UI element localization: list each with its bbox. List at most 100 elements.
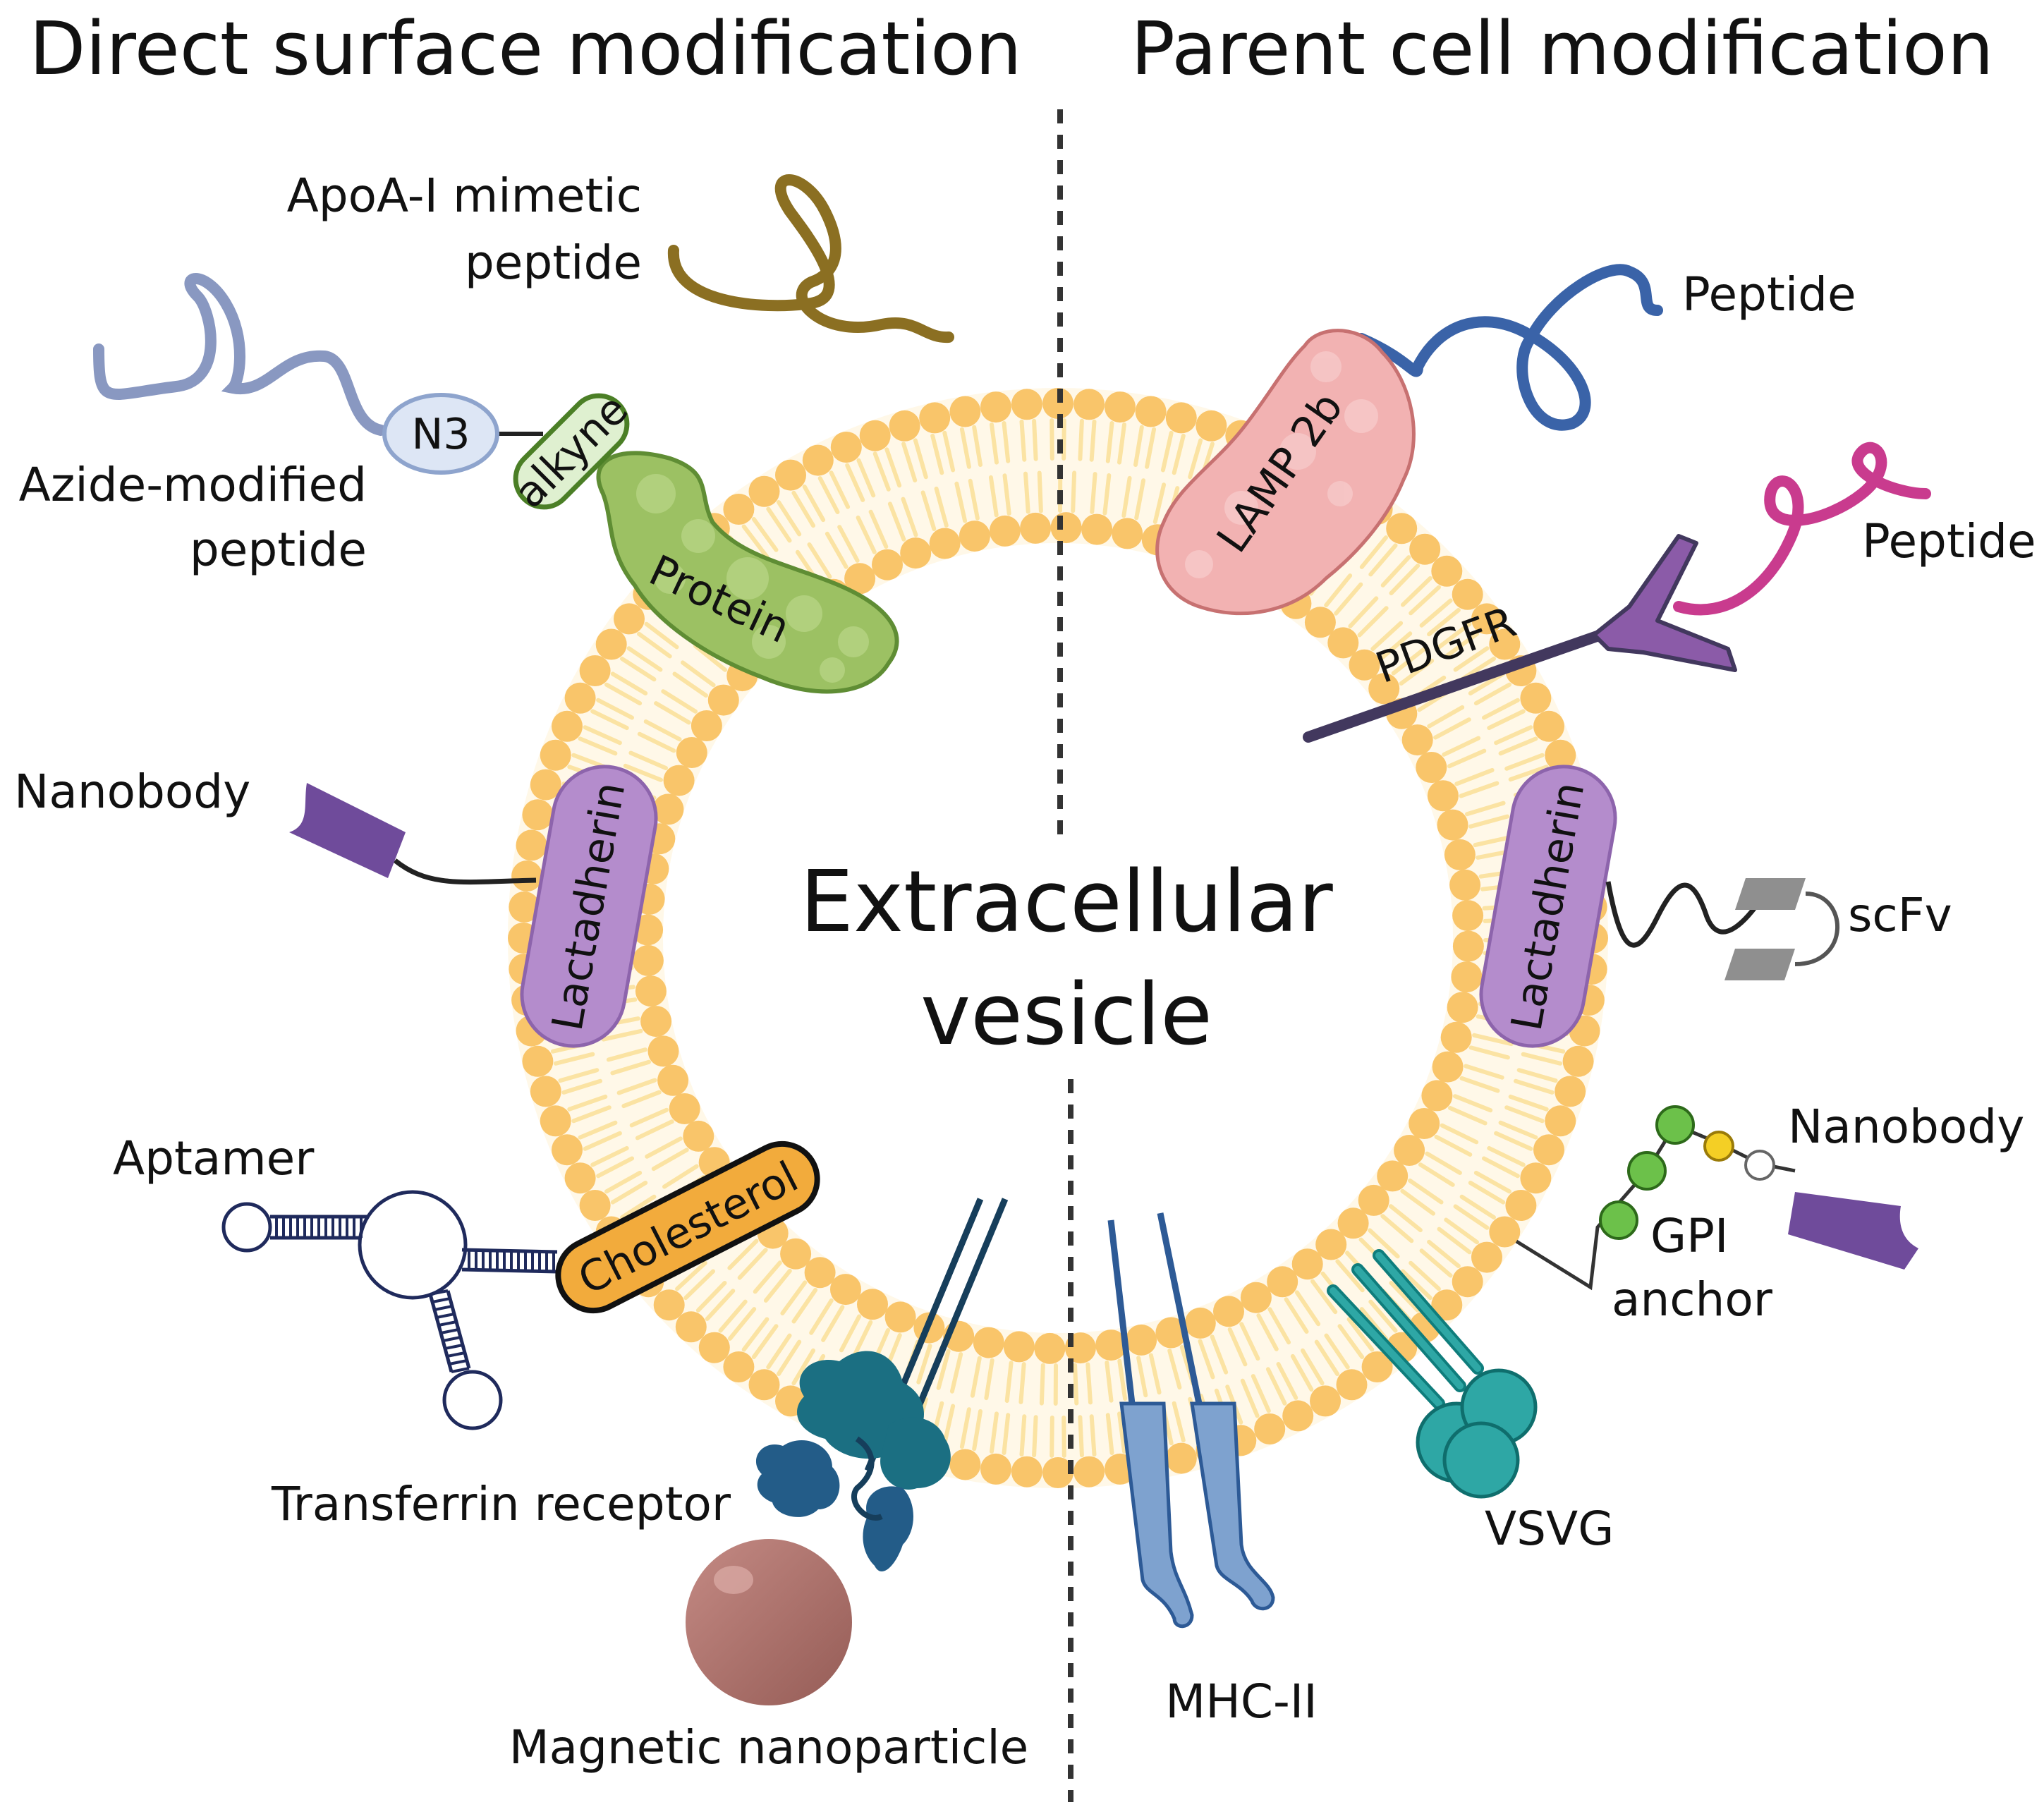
lipid-tail — [1133, 425, 1144, 467]
lipid-tail — [1459, 1076, 1500, 1093]
lipid-tail — [662, 1164, 699, 1189]
lipid-tail — [968, 478, 980, 521]
azide-label-line1: Azide-modified — [19, 458, 367, 512]
lipid-tail — [856, 515, 877, 554]
lipid-head — [1452, 1266, 1483, 1298]
lipid-tail — [1357, 606, 1389, 638]
lipid-tail — [1276, 1362, 1298, 1400]
lipid-head — [1452, 900, 1484, 932]
lipid-tail — [1324, 1333, 1350, 1370]
lipid-head — [1196, 410, 1227, 442]
lipid-head — [949, 1449, 981, 1480]
lipid-head — [804, 1257, 836, 1289]
lipid-head — [959, 521, 990, 552]
lipid-tail — [1314, 1339, 1339, 1376]
lipid-tail — [1514, 1078, 1555, 1095]
lipid-tail — [1400, 1188, 1435, 1216]
lipid-head — [1437, 809, 1468, 841]
lipid-tail — [558, 1068, 600, 1083]
aptamer-base-pair — [438, 1320, 457, 1327]
gpi-label-line2: anchor — [1612, 1272, 1773, 1327]
lipid-tail — [1018, 1362, 1026, 1404]
lipid-tail — [1459, 781, 1499, 798]
lipid-tail — [942, 430, 956, 473]
lamp2b-blob-icon — [1155, 329, 1416, 616]
lipid-tail — [809, 1298, 834, 1335]
lipid-tail — [1256, 1313, 1279, 1351]
lipid-tail — [604, 682, 643, 706]
lipid-head — [663, 765, 695, 796]
protein-texture — [636, 474, 869, 683]
lipid-tail — [766, 506, 792, 543]
lipid-head — [1165, 402, 1197, 434]
lipid-tail — [1145, 427, 1157, 469]
lipid-tail — [1117, 1411, 1126, 1454]
lipid-head — [1042, 388, 1073, 419]
lipid-tail — [1409, 585, 1441, 616]
lipid-tail — [1032, 418, 1038, 461]
lipid-head — [980, 391, 1011, 423]
lipid-tail — [1498, 736, 1538, 756]
lipid-tail — [620, 657, 657, 682]
lipid-head — [1184, 1307, 1216, 1339]
lipid-head — [1520, 1162, 1552, 1194]
lipid-tail — [654, 701, 691, 725]
lipid-head — [857, 1289, 888, 1320]
lipid-head — [1073, 389, 1105, 420]
lipid-head — [1471, 1241, 1502, 1273]
lipid-tail — [628, 750, 668, 770]
lipid-head — [1165, 1442, 1197, 1474]
aptamer-base-pair — [442, 1336, 461, 1342]
lipid-tail — [1389, 564, 1421, 595]
lipid-head — [653, 1289, 685, 1321]
lipid-head — [1505, 1190, 1537, 1221]
transferrin-label: Transferrin receptor — [271, 1477, 731, 1531]
lipid-head — [1003, 1331, 1035, 1363]
lipid-tail — [1444, 631, 1479, 659]
lipid-head — [1267, 1266, 1298, 1298]
lipid-head — [552, 1134, 583, 1166]
center-label-line2: vesicle — [920, 966, 1212, 1064]
lipid-tail — [959, 427, 971, 469]
lipid-tail — [1444, 1217, 1479, 1245]
lipid-tail — [1437, 621, 1472, 650]
lipid-tail — [1019, 1414, 1027, 1457]
lipid-head — [1213, 1296, 1244, 1327]
lipid-tail — [954, 481, 968, 523]
lipid-head — [1034, 1332, 1066, 1364]
lipid-head — [516, 829, 547, 861]
lactadherin-left-icon — [520, 765, 658, 1048]
lipid-tail — [1368, 1299, 1398, 1333]
lipid-tail — [1267, 1307, 1291, 1345]
lipid-head — [1394, 1135, 1425, 1166]
lipid-tail — [621, 1090, 662, 1109]
lipid-tail — [1089, 419, 1097, 462]
lipid-tail — [1427, 608, 1461, 637]
lipid-tail — [1188, 438, 1203, 480]
azide-peptide-icon — [93, 273, 387, 436]
lipid-head — [1562, 1045, 1594, 1077]
aptamer-base-pair — [449, 1359, 468, 1365]
lipid-head — [1336, 1369, 1368, 1401]
lipid-tail — [1032, 1415, 1038, 1458]
lipid-head — [530, 1076, 561, 1107]
lipid-tail — [672, 671, 708, 698]
lipid-tail — [1434, 1134, 1473, 1157]
lipid-tail — [807, 542, 832, 579]
scfv-icon — [1724, 878, 1806, 980]
lipid-head — [1545, 739, 1576, 771]
lipid-head — [1081, 513, 1113, 545]
lipid-tail — [751, 517, 779, 552]
lipid-head — [748, 1369, 780, 1401]
lipid-head — [530, 769, 561, 801]
lipid-head — [691, 710, 722, 741]
lipid-tail — [1504, 753, 1545, 771]
lipid-tail — [1447, 748, 1487, 769]
lipid-tail — [780, 1280, 808, 1315]
lipid-tail — [1442, 736, 1481, 757]
lipid-tail — [583, 1131, 622, 1151]
lipid-tail — [1284, 1297, 1309, 1334]
nanobody-left-link — [393, 858, 537, 885]
lipid-head — [989, 515, 1021, 547]
